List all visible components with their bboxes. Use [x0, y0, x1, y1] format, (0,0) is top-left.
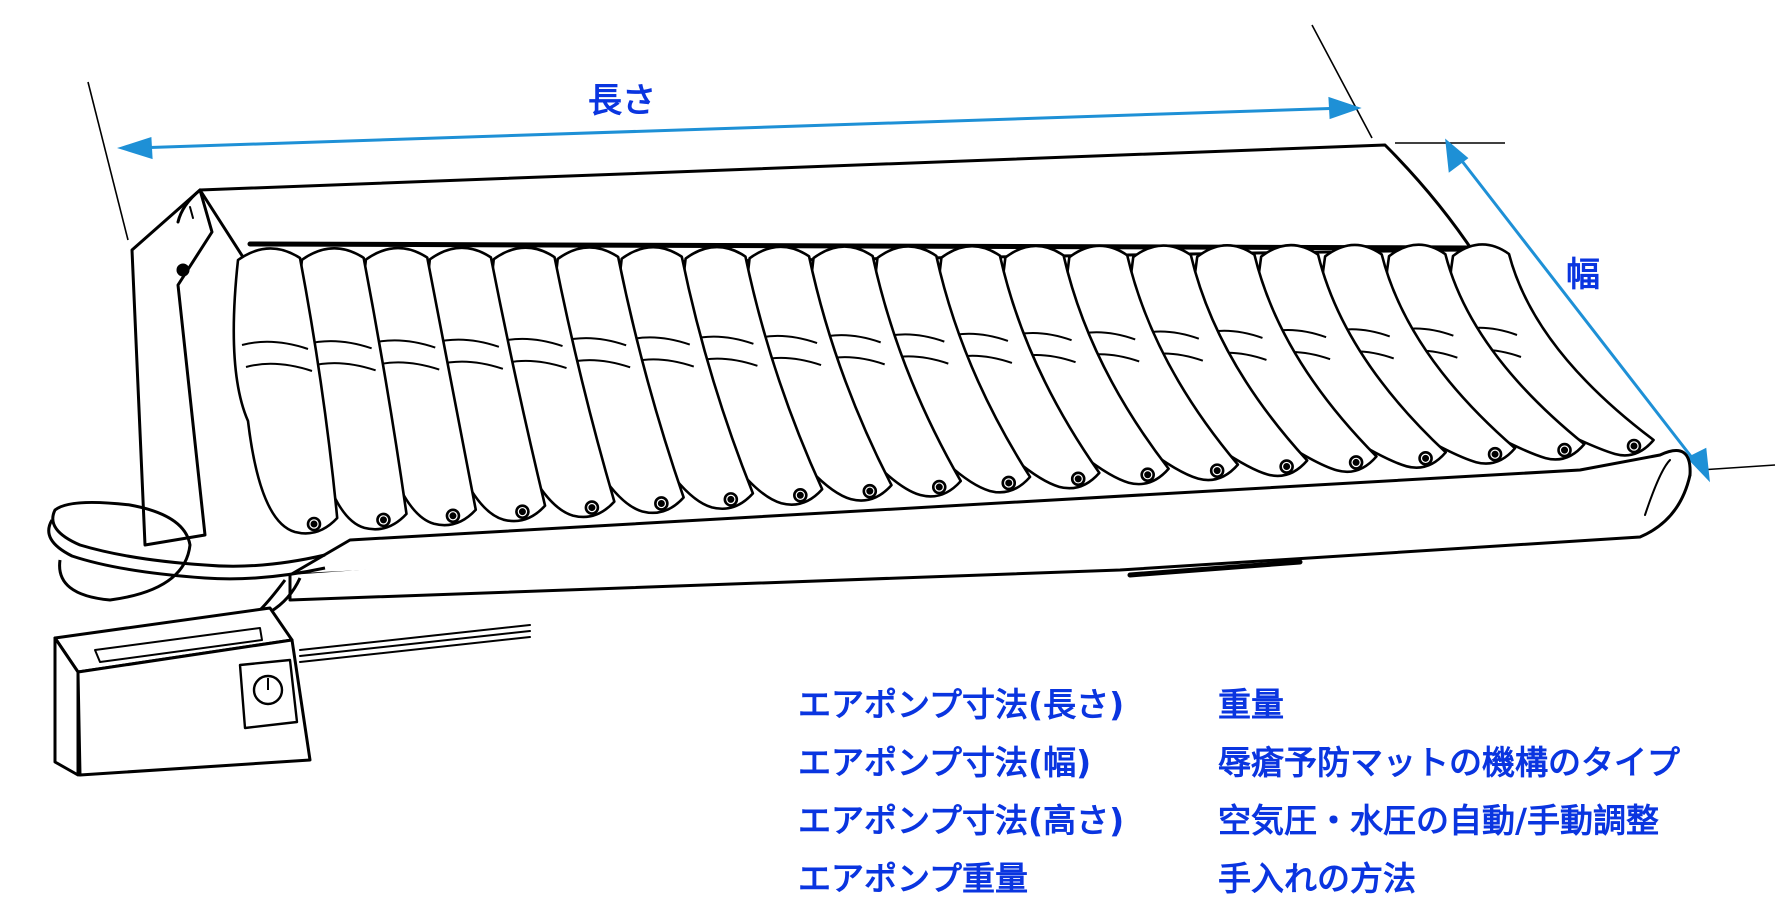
cell-valve-dot	[1283, 463, 1291, 471]
cell-valve-dot	[1561, 446, 1569, 454]
length-arrow	[117, 96, 1362, 160]
cell-valve-dot	[1491, 450, 1499, 458]
width-extension-bottom	[1699, 464, 1776, 471]
spec-item: エアポンプ重量	[798, 859, 1029, 898]
air-pump	[53, 606, 312, 777]
cell-valve-dot	[1074, 475, 1082, 483]
cell-valve-dot	[310, 520, 318, 528]
width-arrow	[1445, 138, 1710, 483]
spec-list-right: 重量 辱瘡予防マットの機構のタイプ 空気圧・水圧の自動/手動調整 手入れの方法	[1218, 688, 1680, 920]
spec-item: エアポンプ寸法(高さ)	[798, 801, 1125, 840]
air-hose	[47, 500, 326, 614]
cell-valve-dot	[1630, 442, 1638, 450]
length-label: 長さ	[588, 81, 656, 121]
cell-valve-dot	[1422, 454, 1430, 462]
spec-item: 辱瘡予防マットの機構のタイプ	[1218, 743, 1680, 782]
air-cell-stripe	[241, 340, 313, 372]
cell-valve-dot	[796, 491, 804, 499]
cell-valve-dot	[1213, 467, 1221, 475]
air-cells	[232, 243, 1655, 535]
cell-valve-dot	[935, 483, 943, 491]
air-cell	[232, 247, 339, 535]
length-extension-left	[87, 81, 129, 241]
spec-item: 重量	[1218, 685, 1284, 724]
width-label: 幅	[1566, 255, 1600, 295]
spec-item: 手入れの方法	[1218, 859, 1416, 898]
length-extension-right	[1311, 24, 1373, 139]
cell-valve-dot	[866, 487, 874, 495]
cell-valve-dot	[1352, 458, 1360, 466]
cell-valve-dot	[588, 504, 596, 512]
cell-valve-dot	[657, 499, 665, 507]
cell-valve-dot	[1144, 471, 1152, 479]
air-mattress	[130, 143, 1692, 663]
spec-list-left: エアポンプ寸法(長さ) エアポンプ寸法(幅) エアポンプ寸法(高さ) エアポンプ…	[798, 688, 1124, 920]
cell-valve-dot	[518, 508, 526, 516]
spec-item: エアポンプ寸法(幅)	[798, 743, 1092, 782]
spec-item: エアポンプ寸法(長さ)	[798, 685, 1125, 724]
spec-item: 空気圧・水圧の自動/手動調整	[1218, 801, 1660, 840]
cell-valve-dot	[727, 495, 735, 503]
cell-valve-dot	[379, 516, 387, 524]
cell-valve-dot	[1005, 479, 1013, 487]
cell-valve-dot	[449, 512, 457, 520]
